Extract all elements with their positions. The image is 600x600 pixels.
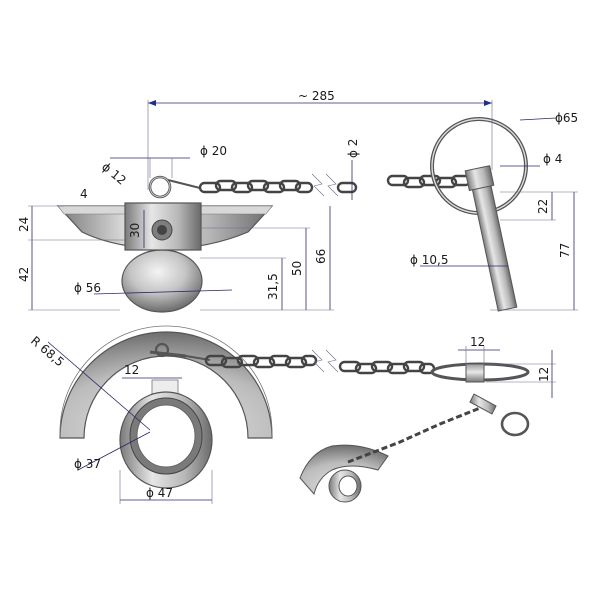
tube-bore [136, 404, 196, 468]
chain-link [236, 354, 260, 367]
cap-front-view [59, 325, 273, 489]
dim-height-31-5: 31,5 [266, 273, 280, 300]
chain-link [198, 181, 222, 194]
chain-link [294, 181, 314, 194]
pin-clip [465, 363, 485, 383]
top-chain [167, 173, 472, 197]
dim-wire-dia-4: ϕ 4 [543, 152, 562, 166]
chain-link [418, 174, 442, 187]
break-mark [311, 173, 325, 197]
cap-cross-hole-inner [157, 225, 167, 235]
chain-link [370, 360, 394, 373]
dim-pin-dia-10-5: ϕ 10,5 [410, 253, 448, 267]
dim-ball-dia-56: ϕ 56 [74, 281, 101, 295]
pin-side-view [430, 117, 528, 312]
chain-link [354, 362, 378, 375]
dim-height-77: 77 [558, 243, 572, 258]
break-mark [325, 349, 339, 373]
chain-link [278, 179, 302, 192]
top-chain-wire [167, 179, 201, 189]
dim-slot-12: 12 [124, 363, 139, 377]
dim-pin-dia-20: ϕ 20 [200, 144, 227, 158]
dim-height-50: 50 [290, 261, 304, 276]
shield-edge [59, 325, 273, 438]
dim-collar-dia-12: ϕ 12 [99, 160, 129, 188]
dim-length-285: ~ 285 [298, 89, 335, 103]
chain-link [230, 181, 254, 194]
cap-ball [121, 249, 203, 313]
chain-link [246, 179, 270, 192]
cap-top-ring-shine [149, 176, 171, 198]
chain-link [386, 362, 410, 375]
dim-height-66: 66 [314, 249, 328, 264]
chain-link [284, 356, 308, 369]
top-chain-links [198, 174, 472, 194]
dim-outer-dia-47: ϕ 47 [146, 486, 173, 500]
chain-link [338, 360, 362, 373]
chain-link [204, 354, 228, 367]
chain-link [300, 354, 318, 367]
break-mark [311, 349, 325, 373]
chain-link [214, 179, 238, 192]
dim-clip-width-12: 12 [470, 335, 485, 349]
chain-link [252, 356, 276, 369]
iso-ring [500, 411, 530, 437]
dim-ring-dia-65: ϕ65 [555, 111, 578, 125]
chain-link [336, 181, 358, 194]
dim-height-30: 30 [128, 223, 142, 238]
front-pin-ring [154, 342, 170, 358]
dim-thickness-4: 4 [80, 187, 88, 201]
chain-link [220, 356, 244, 369]
iso-pin [469, 393, 497, 415]
cap-side-view [56, 175, 274, 313]
dim-radius-68-5: R 68,5 [28, 334, 67, 370]
chain-link [262, 181, 286, 194]
dimension-lines [28, 100, 578, 504]
chain-link [402, 176, 426, 189]
dim-height-22: 22 [536, 199, 550, 214]
chain-link [386, 174, 410, 187]
pin-top-view [430, 362, 530, 383]
dim-clip-height-12: 12 [537, 367, 551, 382]
iso-view [299, 393, 530, 503]
dimension-labels: ~ 285 ϕ65 ϕ 4 ϕ 20 ϕ 2 ϕ 12 4 24 42 30 ϕ… [17, 89, 578, 500]
chain-link [402, 360, 426, 373]
iso-bore [338, 475, 358, 497]
break-mark [325, 173, 339, 197]
iso-shield [299, 444, 389, 496]
dim-chain-wire-2: ϕ 2 [346, 139, 360, 158]
dim-inner-dia-37: ϕ 37 [74, 457, 101, 471]
chain-link [268, 354, 292, 367]
bottom-chain [185, 349, 436, 375]
iso-chain [347, 402, 491, 464]
dim-height-24: 24 [17, 217, 31, 232]
pin-head [464, 165, 495, 192]
dim-height-42: 42 [17, 267, 31, 282]
